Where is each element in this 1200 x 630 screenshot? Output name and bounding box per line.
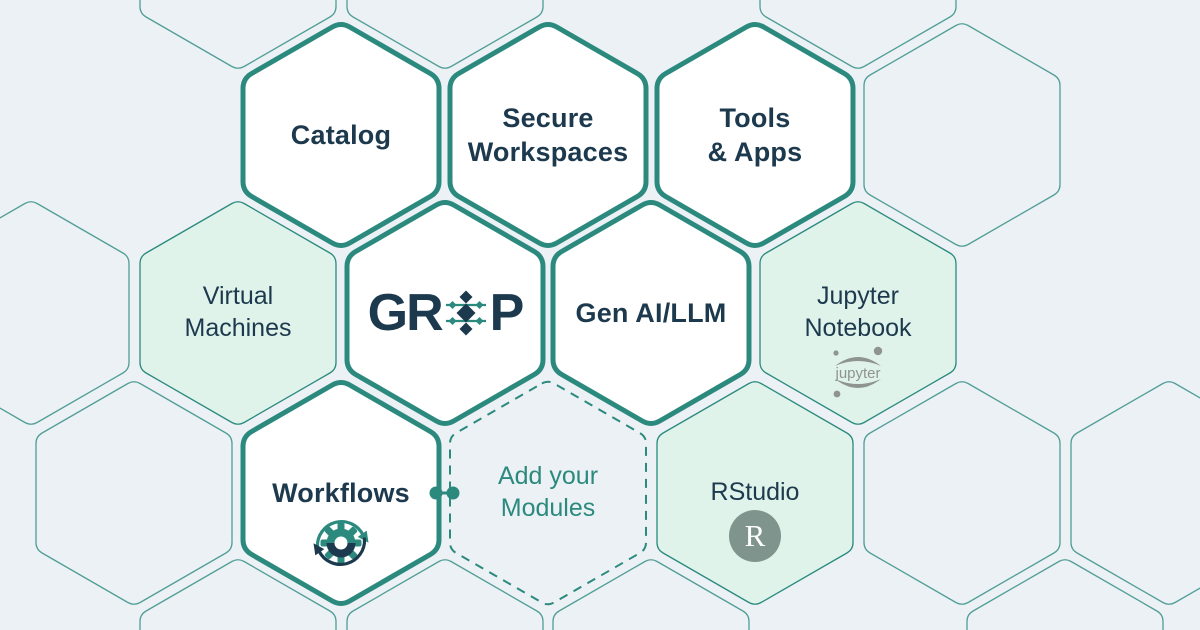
hexagon-rstudio: [656, 381, 854, 605]
hexagon-virtual-machines: [139, 201, 337, 425]
hexagon-workflows: [240, 380, 442, 606]
bg-hexagon: [552, 559, 750, 630]
bg-hexagon: [346, 559, 544, 630]
bg-hexagon: [863, 381, 1061, 605]
bg-hexagon: [1070, 381, 1200, 605]
bg-hexagon: [863, 23, 1061, 247]
hexagon-grip: [344, 200, 546, 426]
hexagon-secure-workspaces: [447, 22, 649, 248]
bg-hexagon: [0, 201, 130, 425]
bg-hexagon: [966, 559, 1164, 630]
bg-hexagon: [346, 0, 544, 69]
hexagon-catalog: [240, 22, 442, 248]
hexagon-gen-ai-llm: [550, 200, 752, 426]
connector-dots: [429, 486, 460, 500]
hexagon-jupyter-notebook: [759, 201, 957, 425]
bg-hexagon: [139, 559, 337, 630]
hexagon-tools-apps: [654, 22, 856, 248]
hexagon-add-your-modules: [449, 380, 647, 606]
bg-hexagon: [35, 381, 233, 605]
bg-hexagon: [139, 0, 337, 69]
bg-hexagon: [759, 0, 957, 69]
